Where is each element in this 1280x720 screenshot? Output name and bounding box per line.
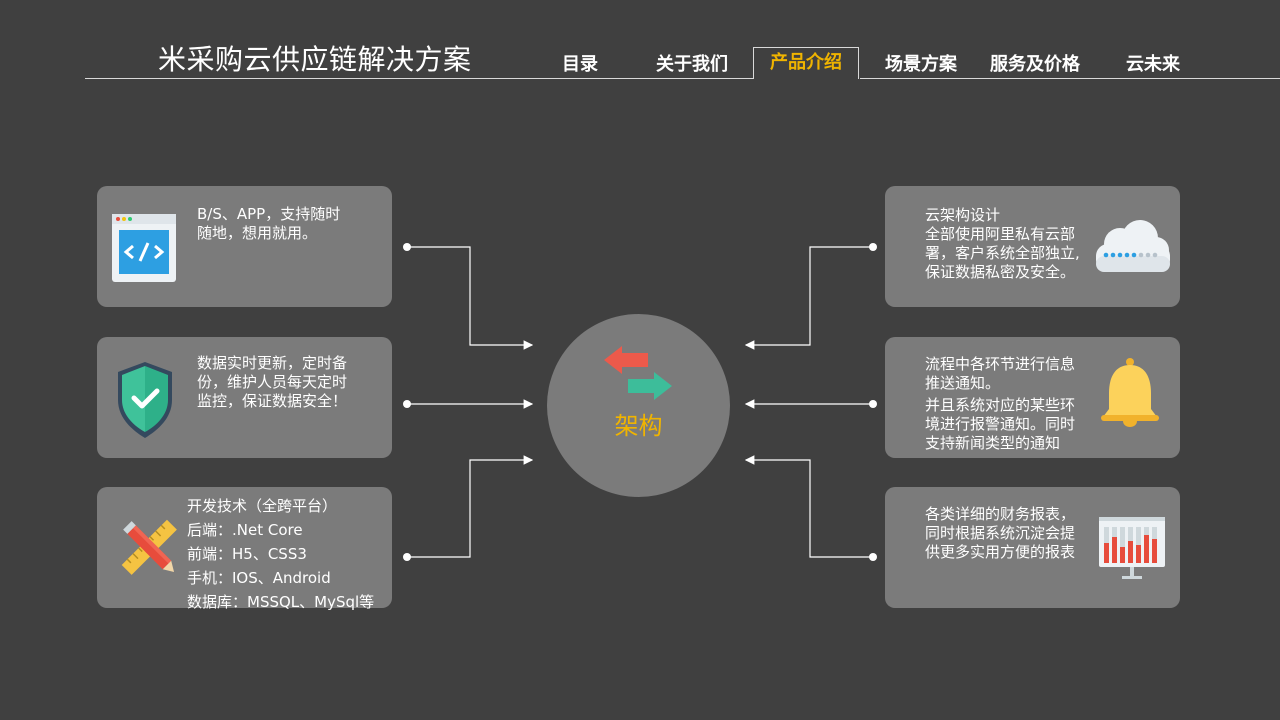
swap-arrows-icon [604, 346, 672, 400]
nav-item-cloud-future[interactable]: 云未来 [1126, 54, 1180, 75]
feature-text-cloud: 云架构设计 全部使用阿里私有云部 署，客户系统全部独立, 保证数据私密及安全。 [925, 206, 1080, 282]
text-line: 全部使用阿里私有云部 [925, 225, 1076, 243]
text-line: B/S、APP，支持随时 [197, 205, 341, 223]
text-line: 前端：H5、CSS3 [187, 545, 307, 563]
nav-item-services-pricing[interactable]: 服务及价格 [990, 54, 1080, 75]
nav-item-catalog[interactable]: 目录 [562, 54, 598, 75]
text-line: 境进行报警通知。同时 [925, 415, 1076, 433]
text-line: 数据实时更新，定时备 [197, 354, 348, 372]
page-title: 米采购云供应链解决方案 [158, 43, 472, 76]
text-line: 供更多实用方便的报表 [925, 543, 1076, 561]
text-line: 同时根据系统沉淀会提 [925, 524, 1076, 542]
shield-check-icon [118, 362, 172, 438]
nav-item-scenarios[interactable]: 场景方案 [885, 54, 957, 75]
text-line: 署，客户系统全部独立, [925, 244, 1080, 262]
text-line: 各类详细的财务报表， [925, 505, 1076, 523]
text-line: 并且系统对应的某些环 [925, 396, 1076, 414]
header-divider [860, 78, 1280, 79]
feature-text-notify: 流程中各环节进行信息 推送通知。 并且系统对应的某些环 境进行报警通知。同时 支… [925, 355, 1075, 453]
architecture-label: 架构 [614, 412, 663, 440]
text-line: 数据库：MSSQL、MySql等 [187, 593, 375, 611]
text-line: 保证数据私密及安全。 [925, 263, 1076, 281]
bell-icon [1101, 358, 1159, 427]
nav-item-products-active[interactable]: 产品介绍 [753, 47, 859, 79]
text-line: 推送通知。 [925, 374, 1001, 392]
nav-item-about-us[interactable]: 关于我们 [656, 54, 728, 75]
text-line: 支持新闻类型的通知 [925, 434, 1061, 452]
bar-chart-board-icon [1099, 517, 1165, 579]
text-line: 手机：IOS、Android [187, 569, 331, 587]
text-line: 云架构设计 [925, 206, 1001, 224]
text-line: 随地，想用就用。 [197, 224, 318, 242]
architecture-hub [547, 314, 730, 497]
feature-text-access: B/S、APP，支持随时 随地，想用就用。 [197, 205, 340, 243]
pencil-ruler-icon [121, 519, 177, 575]
feature-text-reports: 各类详细的财务报表， 同时根据系统沉淀会提 供更多实用方便的报表 [925, 505, 1075, 562]
feature-text-security: 数据实时更新，定时备 份，维护人员每天定时 监控，保证数据安全！ [197, 354, 347, 411]
header-divider [85, 78, 753, 79]
text-line: 监控，保证数据安全！ [197, 392, 348, 410]
text-line: 开发技术（全跨平台） [187, 497, 338, 515]
cloud-server-icon [1096, 220, 1170, 272]
text-line: 份，维护人员每天定时 [197, 373, 348, 391]
code-window-icon [112, 214, 176, 282]
text-line: 流程中各环节进行信息 [925, 355, 1076, 373]
text-line: 后端：.Net Core [187, 521, 303, 539]
feature-text-tech: 开发技术（全跨平台） 后端：.Net Core 前端：H5、CSS3 手机：IO… [187, 494, 374, 614]
